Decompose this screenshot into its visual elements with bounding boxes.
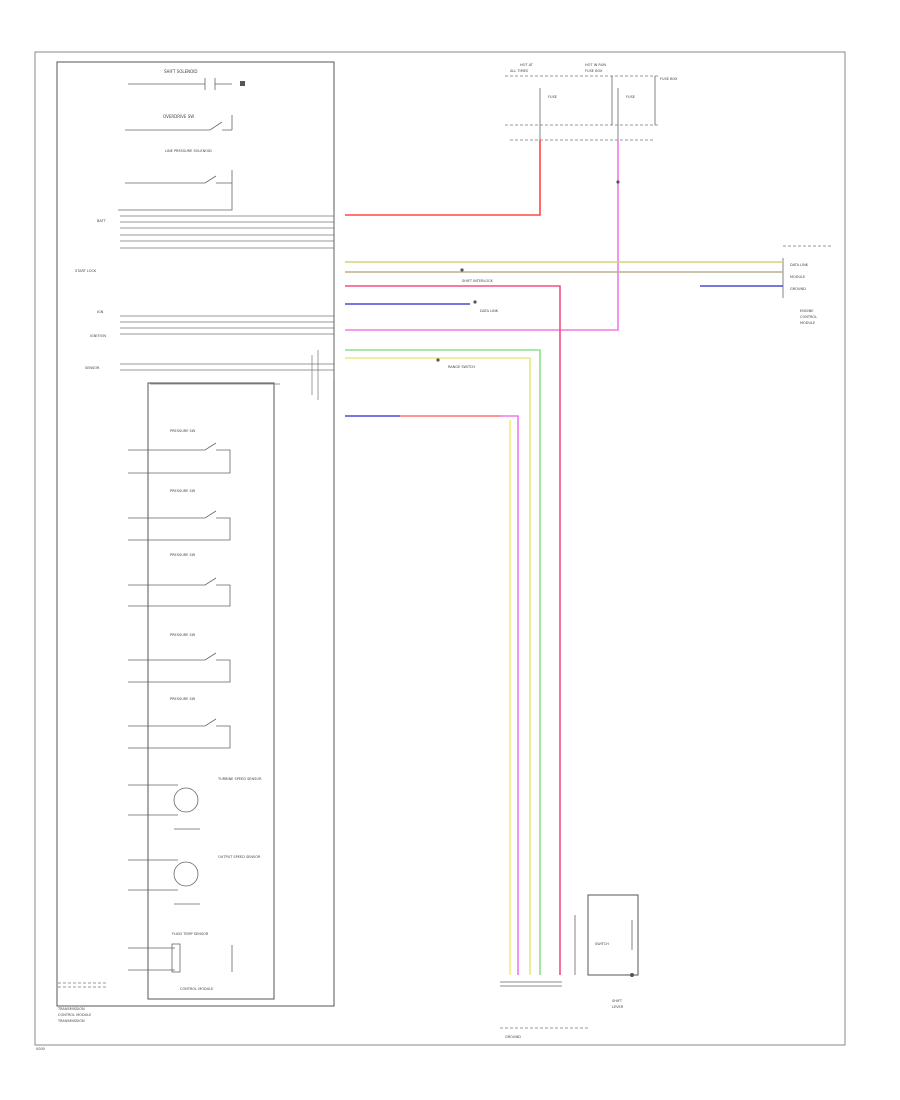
- pressure-switch-5: PRESSURE SW: [128, 697, 231, 749]
- svg-text:FUSE: FUSE: [548, 95, 557, 99]
- splice-dot: [460, 268, 464, 272]
- svg-text:PRESSURE SW: PRESSURE SW: [170, 633, 196, 637]
- tcm-module: SHIFT SOLENOID OVERDRIVE SW LINE PRESSUR…: [56, 61, 335, 1007]
- tcm-title-line-1: TRANSMISSION: [57, 1007, 85, 1011]
- svg-text:DATA LINK: DATA LINK: [790, 263, 809, 267]
- splice-dot: [616, 180, 620, 184]
- svg-text:FLUID TEMP SENSOR: FLUID TEMP SENSOR: [172, 932, 209, 936]
- wire-green: [345, 349, 541, 975]
- connector-brace: [311, 350, 319, 400]
- svg-text:MODULE: MODULE: [800, 321, 815, 325]
- data-link-note: DATA LINK: [480, 309, 499, 313]
- svg-text:PRESSURE SW: PRESSURE SW: [170, 553, 196, 557]
- svg-text:OUTPUT SPEED SENSOR: OUTPUT SPEED SENSOR: [218, 855, 261, 859]
- svg-text:PRESSURE SW: PRESSURE SW: [170, 429, 196, 433]
- svg-text:PRESSURE SW: PRESSURE SW: [170, 697, 196, 701]
- svg-text:LEVER: LEVER: [612, 1005, 624, 1009]
- svg-text:MODULE: MODULE: [790, 275, 805, 279]
- switch-box-outline: [587, 894, 639, 976]
- shift-interlock-note: SHIFT INTERLOCK: [462, 279, 494, 283]
- tcm-pin-lines: [120, 215, 334, 385]
- overdrive-switch-label: OVERDRIVE SW: [163, 114, 194, 119]
- pressure-switch-4: PRESSURE SW: [128, 633, 231, 683]
- svg-text:PRESSURE SW: PRESSURE SW: [170, 489, 196, 493]
- fluid-temp-sensor: FLUID TEMP SENSOR: [128, 932, 233, 973]
- fuse-box: HOT AT ALL TIMES HOT IN RUN FUSE BOX FUS…: [505, 63, 678, 141]
- wire-light-yellow: [345, 357, 531, 975]
- ground-point-icon: [630, 973, 634, 977]
- tcm-inner-box: [147, 382, 275, 1000]
- turbine-sensor-coil-icon: [173, 787, 199, 813]
- wire-red-pink: [345, 285, 561, 975]
- footer-text: TRANSMISSION: [57, 1019, 85, 1023]
- pressure-switch-3: PRESSURE SW: [128, 553, 231, 607]
- output-speed-sensor: OUTPUT SPEED SENSOR: [128, 855, 261, 905]
- output-sensor-coil-icon: [173, 861, 199, 887]
- tcm-outer-box: [56, 61, 335, 1007]
- thermistor-icon: [171, 943, 181, 973]
- svg-text:FUSE: FUSE: [626, 95, 635, 99]
- svg-text:HOT AT: HOT AT: [520, 63, 534, 67]
- ignition-label: IGNITION: [90, 334, 106, 338]
- svg-text:CONTROL: CONTROL: [800, 315, 817, 319]
- tcm-module-label: CONTROL MODULE: [180, 987, 213, 991]
- page-frame: [34, 51, 846, 1046]
- tcm-title-line-2: CONTROL MODULE: [58, 1013, 91, 1017]
- engine-control-module: DATA LINK MODULE GROUND ENGINE CONTROL M…: [782, 245, 832, 325]
- svg-text:ENGINE: ENGINE: [800, 309, 813, 313]
- line-pressure-solenoid-label: LINE PRESSURE SOLENOID: [165, 149, 212, 153]
- batt-label: BATT: [97, 219, 107, 223]
- pressure-switch-2: PRESSURE SW: [128, 489, 231, 541]
- svg-text:TURBINE SPEED SENSOR: TURBINE SPEED SENSOR: [217, 777, 262, 781]
- svg-text:ALL TIMES: ALL TIMES: [510, 69, 529, 73]
- svg-text:GROUND: GROUND: [790, 287, 806, 291]
- bottom-ground-label: GROUND: [505, 1035, 521, 1039]
- ign-label: IGN: [97, 310, 104, 314]
- pressure-switch-1: PRESSURE SW: [128, 429, 231, 474]
- wire-red-fuse: [345, 140, 541, 216]
- sensor-label: SENSOR: [85, 366, 100, 370]
- wire-pink-lower: [500, 415, 519, 975]
- svg-text:HOT IN RUN: HOT IN RUN: [585, 63, 606, 67]
- wire-harness: [345, 140, 783, 975]
- page-code: 0000: [36, 1047, 45, 1051]
- turbine-speed-sensor: TURBINE SPEED SENSOR: [128, 777, 262, 830]
- solenoid-marker-icon: [240, 81, 245, 86]
- svg-text:SHIFT: SHIFT: [612, 999, 623, 1003]
- svg-text:FUSE BOX: FUSE BOX: [660, 77, 678, 81]
- svg-text:SWITCH: SWITCH: [595, 942, 609, 946]
- start-lock-label: START LOCK: [75, 269, 97, 273]
- svg-text:FUSE BOX: FUSE BOX: [585, 69, 603, 73]
- range-switch-note: RANGE SWITCH: [448, 365, 475, 369]
- wire-pink-fuse: [345, 140, 619, 331]
- shift-solenoid-label: SHIFT SOLENOID: [164, 69, 198, 74]
- lower-switch-box: SWITCH SHIFT LEVER: [574, 894, 639, 1009]
- splice-dot: [436, 358, 440, 362]
- splice-dot: [473, 300, 477, 304]
